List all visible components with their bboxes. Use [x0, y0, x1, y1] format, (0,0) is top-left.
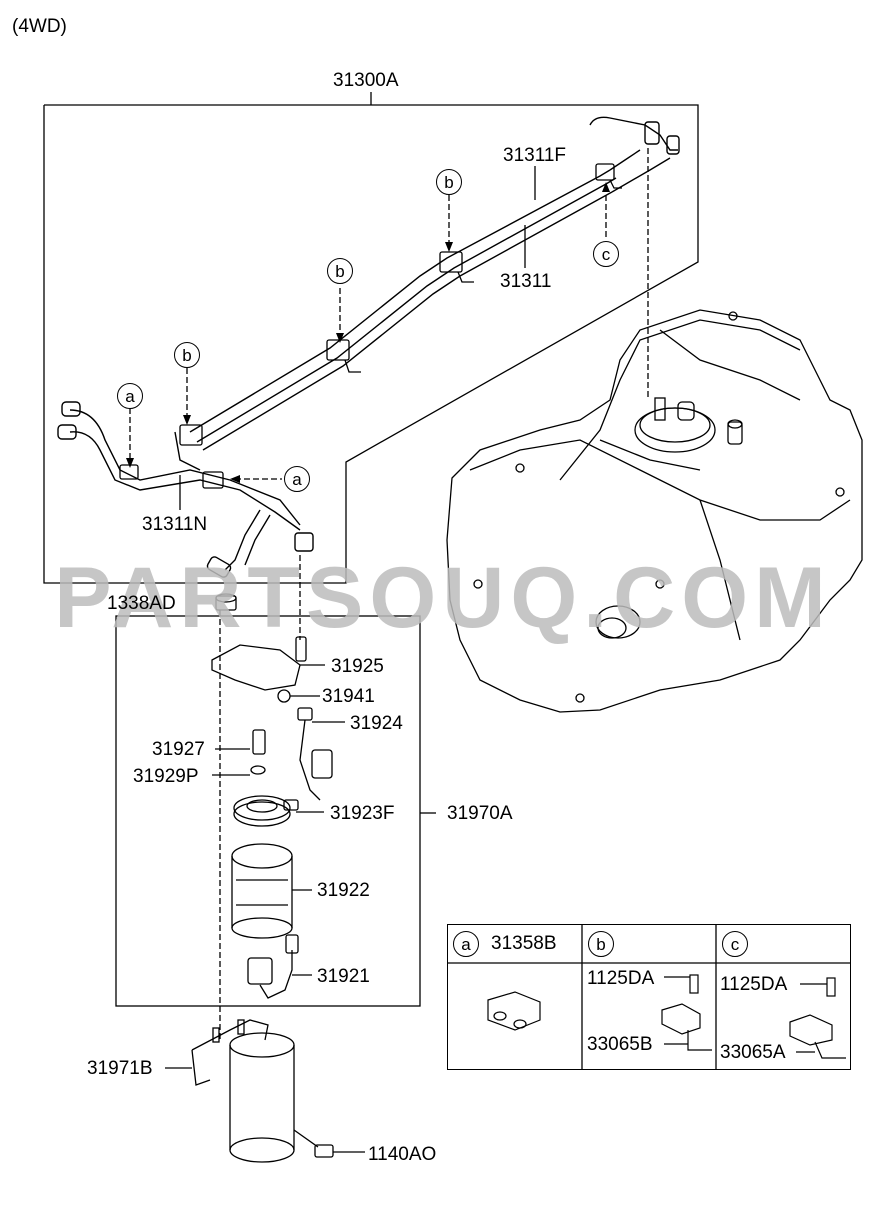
legend-c-bolt[interactable]: 1125DA	[720, 974, 788, 995]
legend-table	[447, 924, 851, 1070]
label-31922[interactable]: 31922	[317, 880, 370, 901]
label-31941[interactable]: 31941	[322, 686, 375, 707]
label-31970A[interactable]: 31970A	[447, 803, 513, 824]
legend-table-lines	[447, 924, 851, 1070]
arrow-heads	[126, 182, 610, 483]
legend-a-circle: a	[453, 931, 479, 957]
callout-a-right: a	[284, 466, 310, 492]
label-31971B[interactable]: 31971B	[87, 1058, 153, 1079]
label-31929P[interactable]: 31929P	[133, 766, 199, 787]
filter-components	[211, 593, 345, 999]
label-31300A[interactable]: 31300A	[333, 70, 399, 91]
line-clips	[119, 163, 622, 489]
reference-dashes	[129, 148, 649, 1040]
variant-label: (4WD)	[12, 16, 67, 37]
legend-b-bolt[interactable]: 1125DA	[587, 968, 655, 989]
legend-b-circle: b	[588, 931, 614, 957]
watermark: PARTSOUQ.COM	[54, 550, 832, 646]
label-31925[interactable]: 31925	[331, 656, 384, 677]
label-1140AO[interactable]: 1140AO	[368, 1144, 437, 1165]
frame-31970A	[115, 615, 421, 1007]
callout-a-left: a	[117, 383, 143, 409]
label-1338AD[interactable]: 1338AD	[107, 593, 176, 614]
label-31311F[interactable]: 31311F	[503, 145, 567, 166]
callout-b-3: b	[436, 169, 462, 195]
label-31927[interactable]: 31927	[152, 739, 205, 760]
callout-b-2: b	[327, 258, 353, 284]
callout-b-1: b	[174, 342, 200, 368]
legend-part-drawings	[487, 974, 846, 1059]
label-31311[interactable]: 31311	[500, 271, 552, 292]
callout-c: c	[593, 241, 619, 267]
legend-a-part[interactable]: 31358B	[491, 933, 557, 954]
label-31921[interactable]: 31921	[317, 966, 370, 987]
legend-b-bracket[interactable]: 33065B	[587, 1034, 653, 1055]
fuel-line-assembly	[57, 116, 680, 578]
fuel-tank	[446, 309, 863, 713]
label-31924[interactable]: 31924	[350, 713, 403, 734]
filter-housing	[165, 1019, 365, 1163]
label-31923F[interactable]: 31923F	[330, 803, 395, 824]
legend-c-circle: c	[722, 931, 748, 957]
label-31311N[interactable]: 31311N	[142, 514, 208, 535]
frame-31300A	[43, 104, 699, 584]
legend-c-bracket[interactable]: 33065A	[720, 1042, 786, 1063]
